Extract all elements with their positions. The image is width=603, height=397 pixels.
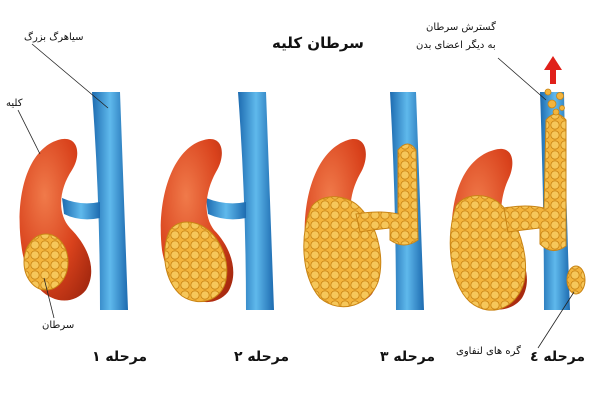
stage-4-label: مرحله ٤ <box>530 349 585 365</box>
spread-leader <box>498 58 546 100</box>
stage-4-vein-invasion <box>504 114 566 251</box>
stage-2-renal-vein <box>206 198 246 219</box>
stage-4-lymph-node <box>567 266 585 294</box>
stage-2-illustration <box>161 92 274 310</box>
stage-3-label: مرحله ۳ <box>380 349 435 365</box>
stage-1-vein <box>92 92 128 310</box>
stage-4-illustration <box>450 56 585 310</box>
cancer-label: سرطان <box>42 320 74 331</box>
kidney-label: کلیه <box>6 98 22 109</box>
stage-1-label: مرحله ۱ <box>92 349 147 365</box>
kidney-leader <box>18 110 40 154</box>
stage-2-vein <box>238 92 274 310</box>
spread-label-line2: به دیگر اعضای بدن <box>416 40 496 51</box>
stage-1-renal-vein <box>62 198 100 219</box>
stage-2-label: مرحله ۲ <box>234 349 289 365</box>
vena-cava-label: سیاهرگ بزرگ <box>24 32 83 43</box>
metastasis-arrow-icon <box>544 56 562 84</box>
stage-3-illustration <box>304 92 424 310</box>
diagram-title: سرطان کلیه <box>272 34 364 52</box>
stage-1-tumor <box>24 234 68 290</box>
stage-1-illustration <box>20 92 128 310</box>
vena-cava-leader <box>32 44 108 108</box>
lymph-node-label: گره های لنفاوی <box>456 346 521 357</box>
spread-label-line1: گسترش سرطان <box>426 22 496 33</box>
